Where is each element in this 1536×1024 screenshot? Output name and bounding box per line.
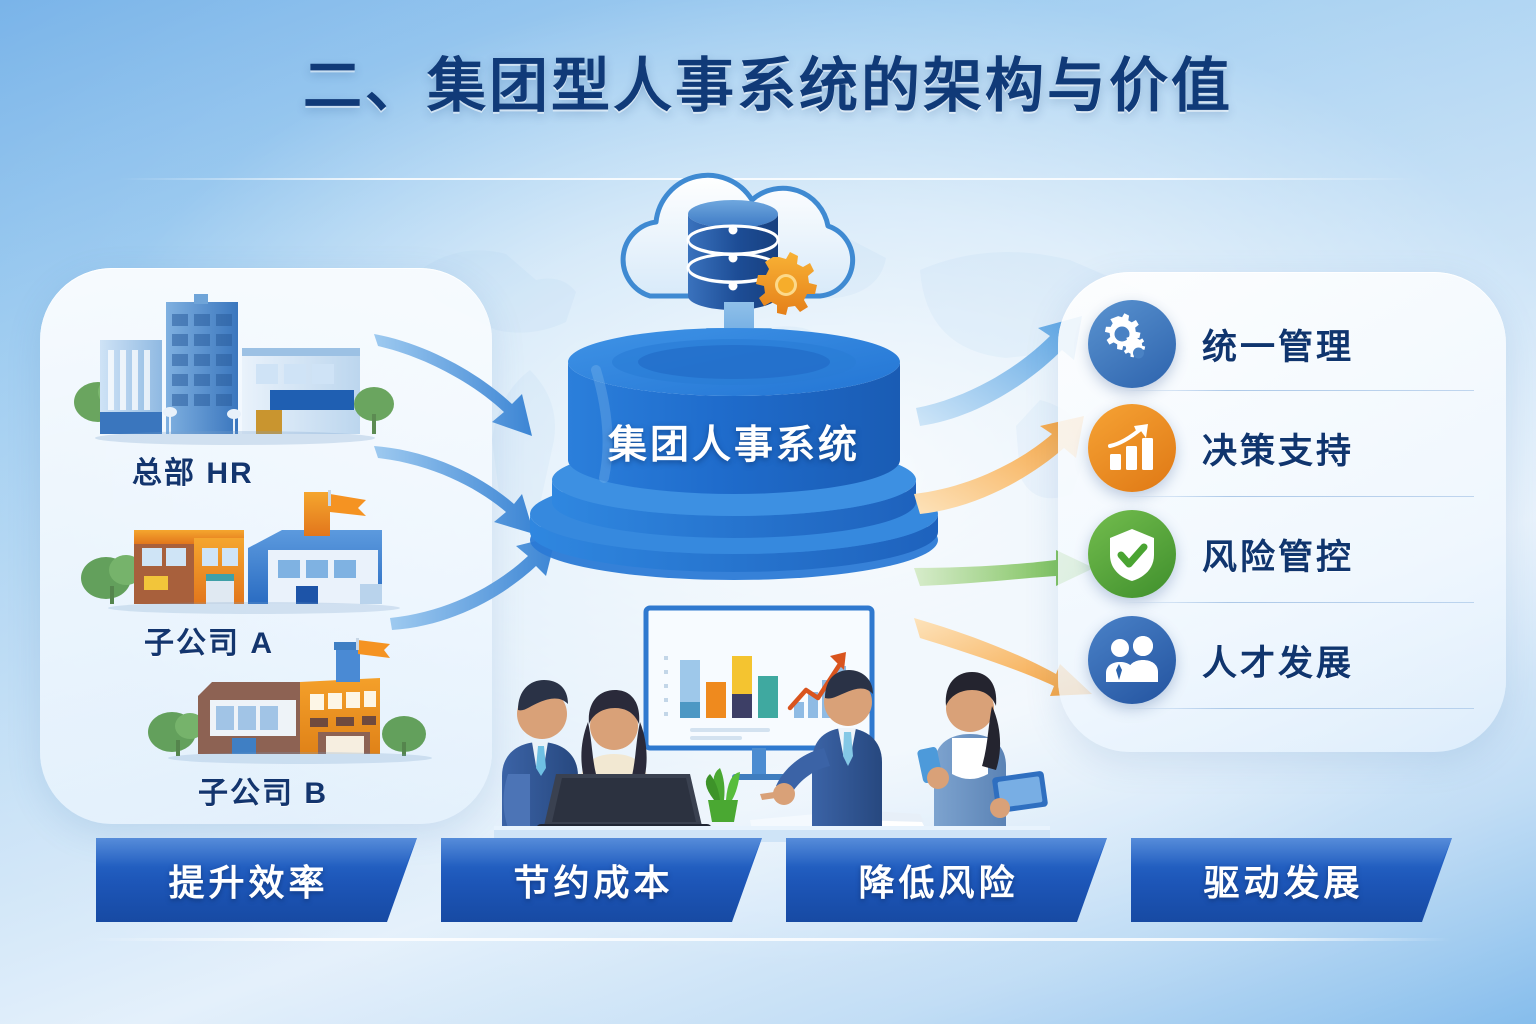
factory-brown-orange-icon [148,638,450,768]
title-underline [118,178,1418,180]
value-item-decision-support[interactable]: 决策支持 [1088,400,1488,496]
value-item-label: 统一管理 [1202,327,1355,367]
banner-shadow [800,920,1095,932]
benefit-banner-growth[interactable]: 驱动发展 [1131,838,1452,922]
value-item-label: 决策支持 [1202,431,1355,471]
banner-shadow [1145,920,1440,932]
benefit-banner-efficiency[interactable]: 提升效率 [96,838,417,922]
value-item-unified-management[interactable]: 统一管理 [1088,296,1488,392]
value-item-label: 风险管控 [1202,537,1355,577]
core-platform-label: 集团人事系统 [607,424,860,467]
whiteboard [643,605,875,780]
benefit-banner-risk[interactable]: 降低风险 [786,838,1107,922]
benefit-label: 节约成本 [513,862,674,903]
benefit-banner-cost[interactable]: 节约成本 [441,838,762,922]
business-meeting-illustration [494,598,1050,842]
benefit-label: 降低风险 [858,862,1019,903]
people-group-icon [1088,616,1176,704]
bar-chart-up-icon [1088,404,1176,492]
org-node-label: 子公司 A [144,627,274,660]
org-node-subsidiary-b[interactable]: 子公司 B [148,638,450,812]
org-node-label: 总部 HR [132,457,254,490]
value-item-risk-control[interactable]: 风险管控 [1088,506,1488,602]
factory-orange-blue-icon [81,486,412,616]
org-node-headquarters[interactable]: 总部 HR [70,292,400,492]
value-item-label: 人才发展 [1202,643,1355,683]
laptop-icon [536,774,712,834]
bottom-base-line [90,938,1452,941]
banner-shadow [110,920,405,932]
benefit-label: 驱动发展 [1203,862,1364,903]
gears-icon [1088,300,1176,388]
page-title-container: 二、集团型人事系统的架构与价值 [0,38,1536,180]
benefit-label: 提升效率 [168,862,329,903]
org-node-subsidiary-a[interactable]: 子公司 A [81,486,412,662]
shield-check-icon [1088,510,1176,598]
value-item-talent-development[interactable]: 人才发展 [1088,612,1488,708]
outbound-arrows [914,316,1094,696]
person-presenting-man [760,670,882,828]
value-divider [1122,390,1474,391]
org-node-label: 子公司 B [198,777,328,810]
person-with-tablet-woman [917,672,1048,828]
banner-shadow [455,920,750,932]
benefits-banner-strip: 提升效率 节约成本 降低风险 驱动发展 [96,838,1452,930]
core-platform-cylinder[interactable]: 集团人事系统 [524,322,944,592]
gear-icon [756,252,817,315]
value-divider [1122,496,1474,497]
value-divider [1122,602,1474,603]
database-stack-icon [686,200,780,310]
page-title: 二、集团型人事系统的架构与价值 [302,53,1233,119]
plant-icon [705,768,740,822]
value-divider [1122,708,1474,709]
office-buildings-icon [70,292,400,452]
cloud-platform-group [576,166,906,366]
